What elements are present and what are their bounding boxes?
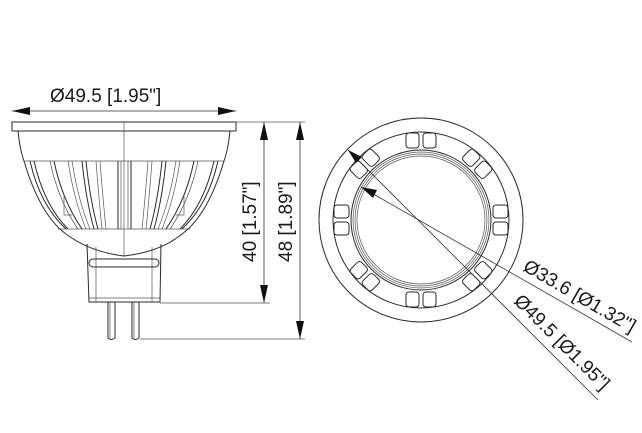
- outer-diameter-leader: [347, 149, 599, 401]
- body-height-label: 40 [1.57"]: [240, 181, 261, 262]
- width-dimension: Ø49.5 [1.95"]: [12, 86, 236, 115]
- width-dimension-label: Ø49.5 [1.95"]: [50, 86, 161, 107]
- overall-height-dimension: 48 [1.89"]: [276, 122, 304, 339]
- overall-height-label: 48 [1.89"]: [276, 181, 297, 262]
- inner-diameter-leader: [360, 186, 633, 343]
- bulb-base: [86, 243, 162, 303]
- lens-circle: [350, 149, 492, 291]
- outer-rim-circle: [318, 117, 524, 323]
- heat-sink-fins: [29, 160, 219, 230]
- body-height-dimension: 40 [1.57"]: [240, 122, 268, 303]
- bi-pin-connectors: [107, 302, 140, 340]
- led-pads: [333, 132, 509, 308]
- front-view: Ø33.6 [Ø1.32"] Ø49.5 [Ø1.95"]: [318, 117, 639, 401]
- side-view: Ø49.5 [1.95"]: [11, 86, 305, 340]
